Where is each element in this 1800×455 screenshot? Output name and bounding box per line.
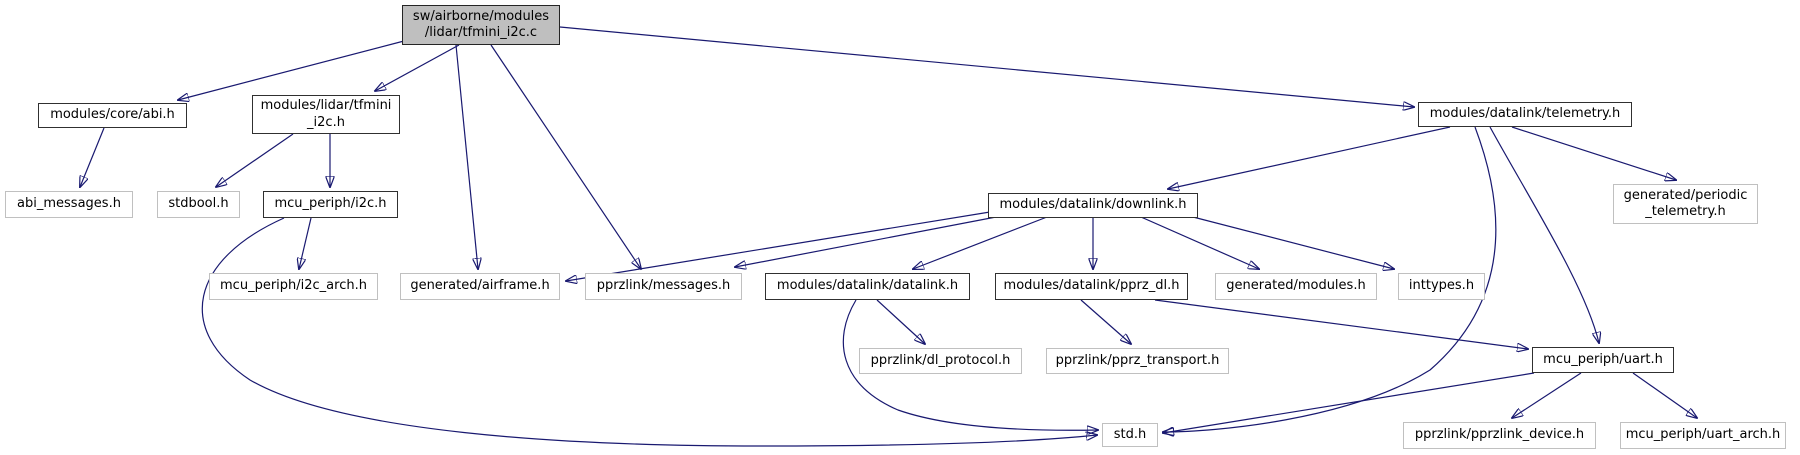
edge-telemetry-to-downlink [1168, 126, 1451, 189]
edge-telemetry-to-std [1163, 126, 1497, 432]
node-label: pprzlink/dl_protocol.h [870, 352, 1011, 368]
edge-tfmini_i2c_c-to-telemetry [559, 26, 1414, 107]
node-label: inttypes.h [1408, 278, 1475, 294]
edge-tfmini_i2c_h-to-stdbool [216, 133, 294, 187]
node-telemetry-h[interactable]: modules/datalink/telemetry.h [1418, 102, 1632, 127]
node-label: pprzlink/messages.h [596, 278, 731, 294]
node-pprz-dl-h[interactable]: modules/datalink/pprz_dl.h [995, 273, 1188, 300]
node-periodic-telemetry-h[interactable]: generated/periodic _telemetry.h [1613, 184, 1758, 224]
node-label: generated/periodic _telemetry.h [1623, 187, 1748, 219]
edge-pprz_dl-to-uart [1154, 299, 1528, 349]
node-stdbool-h[interactable]: stdbool.h [157, 191, 240, 218]
node-label: generated/airframe.h [410, 278, 550, 294]
node-pprzlink-device-h[interactable]: pprzlink/pprzlink_device.h [1403, 422, 1596, 449]
node-label: pprzlink/pprzlink_device.h [1414, 427, 1585, 443]
edge-tfmini_i2c_c-to-messages [490, 44, 641, 269]
node-modules-h[interactable]: generated/modules.h [1215, 273, 1377, 300]
node-dl-protocol-h[interactable]: pprzlink/dl_protocol.h [859, 348, 1022, 374]
node-tfmini-i2c-h[interactable]: modules/lidar/tfmini _i2c.h [252, 95, 400, 134]
node-label: modules/datalink/pprz_dl.h [1003, 278, 1180, 294]
node-abi-h[interactable]: modules/core/abi.h [38, 103, 187, 128]
edge-uart-to-pprzlink_device [1512, 372, 1582, 418]
edge-uart-to-std [1163, 372, 1535, 433]
edge-telemetry-to-periodic [1511, 126, 1676, 180]
node-label: mcu_periph/uart_arch.h [1625, 427, 1781, 443]
node-label: stdbool.h [168, 196, 229, 212]
node-downlink-h[interactable]: modules/datalink/downlink.h [988, 193, 1198, 218]
edge-downlink-to-messages [735, 216, 997, 267]
node-i2c-arch-h[interactable]: mcu_periph/i2c_arch.h [209, 273, 378, 300]
node-messages-h[interactable]: pprzlink/messages.h [585, 273, 742, 300]
edge-tfmini_i2c_c-to-tfmini_i2c_h [375, 44, 460, 91]
edge-downlink-to-airframe [566, 211, 991, 281]
edge-uart-to-uart_arch [1632, 372, 1697, 418]
node-label: modules/datalink/telemetry.h [1429, 106, 1621, 122]
node-inttypes-h[interactable]: inttypes.h [1398, 273, 1485, 300]
node-label: generated/modules.h [1226, 278, 1366, 294]
node-tfmini-i2c-c[interactable]: sw/airborne/modules /lidar/tfmini_i2c.c [402, 5, 560, 45]
edge-tfmini_i2c_c-to-airframe [455, 44, 478, 269]
edge-i2c-to-std [201, 217, 1097, 447]
node-uart-h[interactable]: mcu_periph/uart.h [1532, 347, 1674, 373]
node-uart-arch-h[interactable]: mcu_periph/uart_arch.h [1620, 422, 1786, 449]
edge-i2c-to-i2c_arch [299, 217, 312, 269]
node-airframe-h[interactable]: generated/airframe.h [400, 273, 560, 300]
edge-downlink-to-datalink [913, 216, 1048, 269]
node-label: mcu_periph/uart.h [1543, 351, 1663, 367]
node-pprz-transport-h[interactable]: pprzlink/pprz_transport.h [1046, 348, 1229, 374]
node-datalink-h[interactable]: modules/datalink/datalink.h [765, 273, 970, 300]
edge-downlink-to-modules_h [1140, 216, 1259, 269]
edge-pprz_dl-to-pprz_transport [1080, 299, 1131, 344]
edge-downlink-to-inttypes [1192, 216, 1394, 269]
node-label: modules/datalink/datalink.h [776, 278, 959, 294]
node-label: abi_messages.h [17, 196, 121, 212]
node-label: modules/lidar/tfmini _i2c.h [260, 98, 392, 130]
edge-tfmini_i2c_c-to-abi [178, 40, 405, 100]
node-label: pprzlink/pprz_transport.h [1055, 352, 1220, 368]
node-label: mcu_periph/i2c_arch.h [220, 278, 367, 294]
edge-telemetry-to-uart [1489, 126, 1599, 343]
edge-abi-to-abi_messages [80, 127, 105, 187]
node-abi-messages-h[interactable]: abi_messages.h [5, 191, 133, 218]
node-label: modules/datalink/downlink.h [999, 197, 1187, 213]
node-label: modules/core/abi.h [50, 107, 175, 123]
node-label: mcu_periph/i2c.h [274, 196, 387, 212]
edge-datalink-to-std [842, 299, 1098, 430]
node-i2c-h[interactable]: mcu_periph/i2c.h [263, 191, 398, 218]
node-label: std.h [1113, 426, 1147, 442]
edge-datalink-to-dl_protocol [876, 299, 925, 344]
node-std-h[interactable]: std.h [1102, 423, 1158, 447]
node-label: sw/airborne/modules /lidar/tfmini_i2c.c [412, 8, 550, 40]
